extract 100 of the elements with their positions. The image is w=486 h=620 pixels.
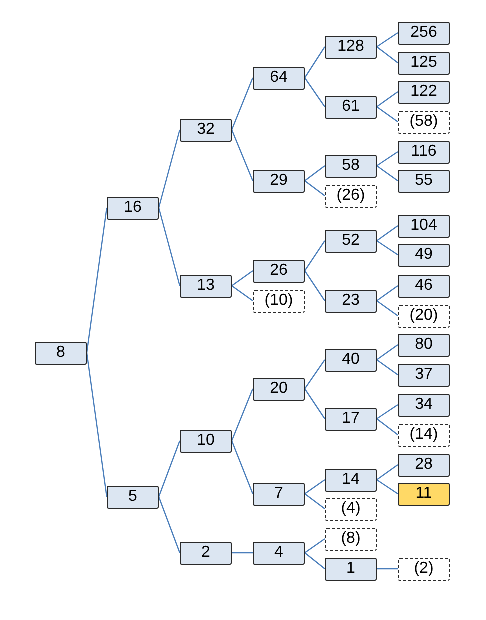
connector-line: [377, 568, 398, 570]
node-value: 37: [415, 366, 433, 384]
value-box: [180, 542, 232, 564]
connector-line: [376, 106, 398, 122]
connector-line: [376, 360, 398, 376]
connector-line: [376, 240, 398, 256]
connector-line: [231, 130, 254, 182]
value-box: [180, 274, 232, 298]
value-box: [35, 342, 87, 364]
pruned-value-box: [398, 110, 450, 134]
node-value: (14): [410, 426, 438, 444]
node-value: 128: [338, 38, 364, 56]
connector-line: [376, 32, 398, 48]
node-value: 26: [270, 262, 288, 280]
connector-line: [304, 240, 326, 272]
node-value: 52: [342, 232, 360, 250]
node-value: 80: [415, 336, 433, 354]
node-value: 14: [342, 471, 360, 489]
node-value: 28: [415, 456, 433, 474]
connector-line: [158, 496, 181, 554]
node-value: 23: [342, 292, 360, 310]
value-box: [398, 454, 450, 476]
node-value: 46: [415, 277, 433, 295]
node-value: (2): [414, 560, 434, 578]
value-box: [180, 430, 232, 452]
connector-line: [376, 152, 398, 166]
node-value: (8): [341, 530, 361, 548]
value-box: [325, 154, 377, 178]
node-value: 2: [202, 544, 210, 562]
value-box: [398, 22, 450, 44]
node-value: 13: [197, 277, 215, 295]
connector-line: [232, 286, 254, 302]
connector-line: [158, 130, 181, 208]
node-value: 7: [274, 485, 284, 503]
node-value: 55: [415, 172, 433, 190]
pruned-value-box: [325, 184, 377, 208]
connector-line: [304, 180, 326, 196]
value-box: [107, 196, 159, 220]
value-box: [398, 394, 450, 416]
node-value: (58): [410, 113, 438, 131]
node-value: (10): [264, 292, 294, 310]
value-box: [253, 482, 305, 506]
node-value: 10: [197, 432, 215, 450]
node-value: 116: [411, 143, 437, 161]
value-box: [325, 36, 377, 58]
node-value: 8: [56, 344, 66, 362]
node-value: 16: [124, 199, 142, 217]
value-box: [325, 290, 377, 312]
connector-line: [304, 46, 326, 78]
pruned-value-box: [398, 304, 450, 328]
connector-line: [376, 226, 398, 242]
node-value: 64: [270, 69, 288, 87]
connector-line: [304, 388, 326, 420]
connector-line: [304, 166, 326, 182]
node-value: 49: [415, 246, 433, 264]
connector-line: [376, 92, 398, 108]
node-value: 34: [415, 396, 433, 414]
connector-line: [376, 480, 398, 494]
value-box: [398, 52, 450, 74]
connector-line: [376, 46, 398, 64]
value-box: [325, 96, 377, 118]
connector-line: [304, 270, 326, 302]
connector-line: [376, 300, 398, 316]
connector-line: [86, 352, 108, 498]
value-box: [398, 274, 450, 298]
value-box: [398, 214, 450, 238]
connector-line: [304, 360, 326, 390]
connector-line: [304, 552, 326, 570]
node-value: 20: [270, 380, 288, 398]
value-box: [325, 558, 377, 580]
highlighted-value-box: [398, 482, 450, 506]
connector-line: [231, 78, 254, 130]
value-box: [398, 364, 450, 386]
pruned-value-box: [253, 290, 305, 312]
node-value: 122: [410, 83, 438, 101]
pruned-value-box: [398, 424, 450, 446]
connector-line: [376, 464, 398, 480]
connector-line: [376, 344, 398, 360]
value-box: [253, 542, 305, 564]
node-value: 58: [342, 157, 360, 175]
node-value: 11: [416, 485, 432, 503]
node-value: 61: [342, 98, 360, 116]
connector-line: [304, 494, 326, 510]
value-box: [253, 170, 305, 192]
connector-line: [158, 440, 181, 498]
connector-line: [158, 208, 181, 286]
value-box: [107, 486, 159, 508]
node-value: 32: [197, 121, 215, 139]
value-box: [398, 140, 450, 164]
connector-line: [304, 480, 326, 494]
connector-line: [376, 286, 398, 302]
node-value: (26): [336, 187, 366, 205]
connector-line: [376, 404, 398, 420]
value-box: [253, 66, 305, 90]
node-value: (4): [341, 500, 361, 518]
node-value: 104: [410, 217, 438, 235]
value-box: [398, 170, 450, 192]
connector-line: [231, 388, 254, 442]
value-box: [325, 230, 377, 252]
node-value: 40: [342, 351, 360, 369]
